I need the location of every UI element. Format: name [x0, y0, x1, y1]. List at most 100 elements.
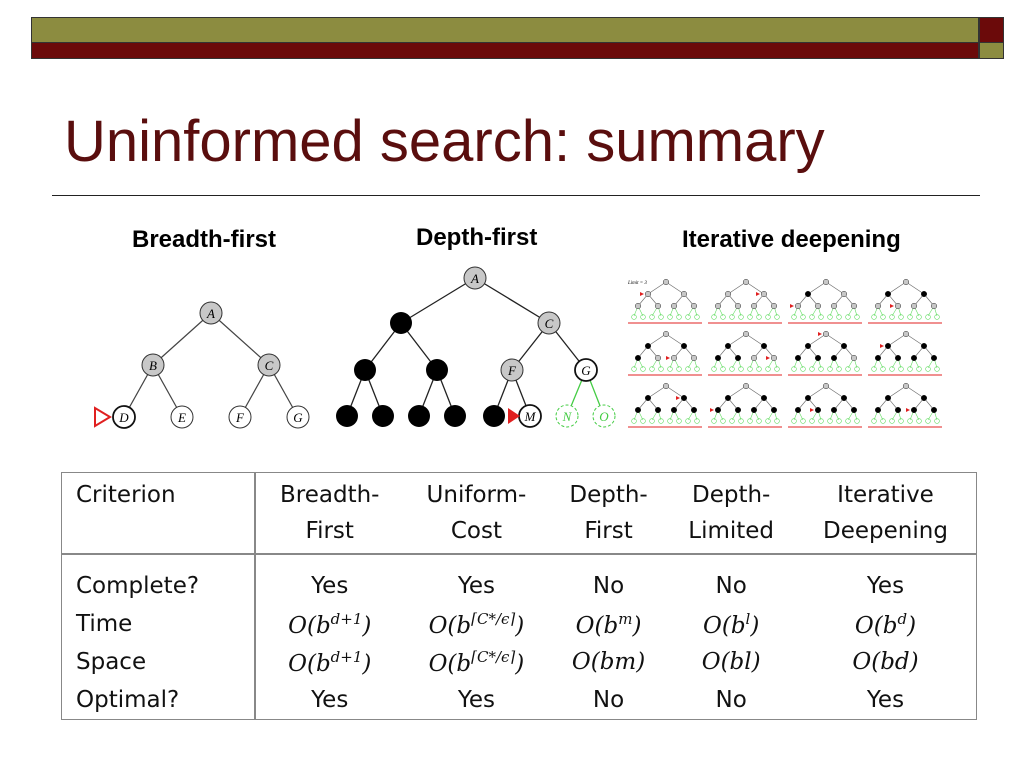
table-cell: Yes	[866, 573, 905, 599]
table-row-time: Time O(bd+1) O(b⌈C*/ϵ⌉) O(bm) O(bl) O(bd…	[62, 605, 976, 643]
table-cell: O(bd)	[852, 649, 919, 675]
table-cell: O(bm)	[575, 609, 642, 639]
table-cell: No	[715, 687, 747, 713]
table-cell: O(b⌈C*/ϵ⌉)	[428, 647, 525, 677]
title-divider	[52, 195, 980, 196]
header-square-maroon	[979, 17, 1004, 43]
depth-first-tree: A C F G M N O	[336, 266, 616, 428]
table-cell: O(bl)	[702, 609, 760, 639]
id-thumbnail	[708, 278, 782, 324]
table-cell: O(bd+1)	[288, 609, 372, 639]
svg-text:N: N	[562, 409, 573, 424]
dfs-node-a: A	[463, 266, 487, 290]
iterative-deepening-grid: Limit = 3	[627, 278, 942, 428]
dfs-node-f: F	[500, 358, 524, 382]
header-square-olive	[979, 43, 1004, 59]
column-header-depth-limited: Depth-Limited	[667, 473, 795, 555]
id-thumbnail	[868, 330, 942, 376]
header-bar-olive	[31, 17, 979, 43]
dfs-leaf-j	[408, 405, 430, 427]
id-thumbnail	[868, 278, 942, 324]
dfs-node-d-explored	[354, 359, 376, 381]
bfs-node-g: G	[286, 405, 310, 429]
svg-text:A: A	[470, 271, 479, 286]
id-thumbnail	[788, 330, 862, 376]
row-label: Complete?	[62, 554, 257, 605]
id-thumbnail	[628, 330, 702, 376]
table-cell: Yes	[311, 687, 349, 713]
svg-text:A: A	[206, 306, 215, 321]
svg-text:E: E	[177, 410, 186, 425]
table-cell: Yes	[457, 573, 495, 599]
id-thumbnail	[628, 278, 702, 324]
svg-text:F: F	[507, 363, 517, 378]
table-cell: Yes	[457, 687, 495, 713]
column-header-uniform-cost: Uniform-Cost	[403, 473, 550, 555]
breadth-first-tree: A B C D E F G	[94, 301, 310, 429]
svg-text:F: F	[235, 410, 245, 425]
dfs-leaf-h	[336, 405, 358, 427]
dfs-node-g: G	[574, 358, 598, 382]
bfs-node-f: F	[228, 405, 252, 429]
svg-text:C: C	[265, 358, 274, 373]
id-thumbnail	[788, 278, 862, 324]
summary-table-frame: Criterion Breadth-First Uniform-Cost Dep…	[61, 472, 977, 720]
table-cell: No	[592, 687, 625, 713]
bfs-pointer-arrow	[94, 406, 112, 428]
id-thumbnail	[708, 330, 782, 376]
bfs-node-b: B	[141, 353, 165, 377]
svg-text:M: M	[524, 409, 537, 424]
id-limit-caption: Limit = 3	[627, 281, 647, 286]
table-header-row: Criterion Breadth-First Uniform-Cost Dep…	[62, 473, 976, 555]
table-cell: O(bl)	[701, 649, 761, 675]
iterative-deepening-label: Iterative deepening	[682, 226, 901, 253]
summary-table: Criterion Breadth-First Uniform-Cost Dep…	[62, 473, 976, 719]
svg-text:B: B	[149, 358, 157, 373]
id-thumbnail	[708, 382, 782, 428]
dfs-leaf-k	[444, 405, 466, 427]
column-header-breadth-first: Breadth-First	[255, 473, 404, 555]
dfs-node-c: C	[537, 311, 561, 335]
table-cell: Yes	[311, 573, 349, 599]
table-cell: O(bm)	[571, 649, 646, 675]
svg-text:O: O	[599, 409, 609, 424]
dfs-node-m: M	[518, 404, 542, 428]
bfs-node-e: E	[170, 405, 194, 429]
table-row-complete: Complete? Yes Yes No No Yes	[62, 554, 976, 605]
table-cell: O(bd+1)	[288, 647, 372, 677]
bfs-node-d: D	[112, 405, 136, 429]
svg-text:G: G	[581, 363, 591, 378]
table-cell: O(b⌈C*/ϵ⌉)	[428, 609, 525, 639]
column-header-depth-first: Depth-First	[549, 473, 668, 555]
slide-title: Uninformed search: summary	[64, 109, 825, 174]
bfs-node-a: A	[199, 301, 223, 325]
row-label: Optimal?	[62, 681, 257, 719]
dfs-leaf-l	[483, 405, 505, 427]
svg-text:C: C	[545, 316, 554, 331]
svg-text:G: G	[293, 410, 303, 425]
column-header-criterion: Criterion	[62, 473, 257, 555]
dfs-node-n: N	[555, 404, 579, 428]
table-row-optimal: Optimal? Yes Yes No No Yes	[62, 681, 976, 719]
depth-first-label: Depth-first	[416, 224, 538, 251]
header-bar-maroon	[31, 43, 979, 59]
breadth-first-label: Breadth-first	[132, 226, 277, 253]
dfs-node-o: O	[592, 404, 616, 428]
dfs-node-b-explored	[390, 312, 412, 334]
id-thumbnail	[868, 382, 942, 428]
table-cell: Yes	[866, 687, 905, 713]
svg-text:D: D	[118, 410, 129, 425]
table-row-space: Space O(bd+1) O(b⌈C*/ϵ⌉) O(bm) O(bl) O(b…	[62, 643, 976, 681]
row-label: Space	[62, 643, 257, 681]
id-thumbnail	[788, 382, 862, 428]
id-thumbnail	[628, 382, 702, 428]
table-cell: No	[592, 573, 625, 599]
dfs-pointer-arrow	[508, 408, 520, 424]
dfs-leaf-i	[372, 405, 394, 427]
table-cell: No	[715, 573, 747, 599]
dfs-node-e-explored	[426, 359, 448, 381]
table-cell: O(bd)	[854, 609, 917, 639]
row-label: Time	[62, 605, 257, 643]
bfs-node-c: C	[257, 353, 281, 377]
